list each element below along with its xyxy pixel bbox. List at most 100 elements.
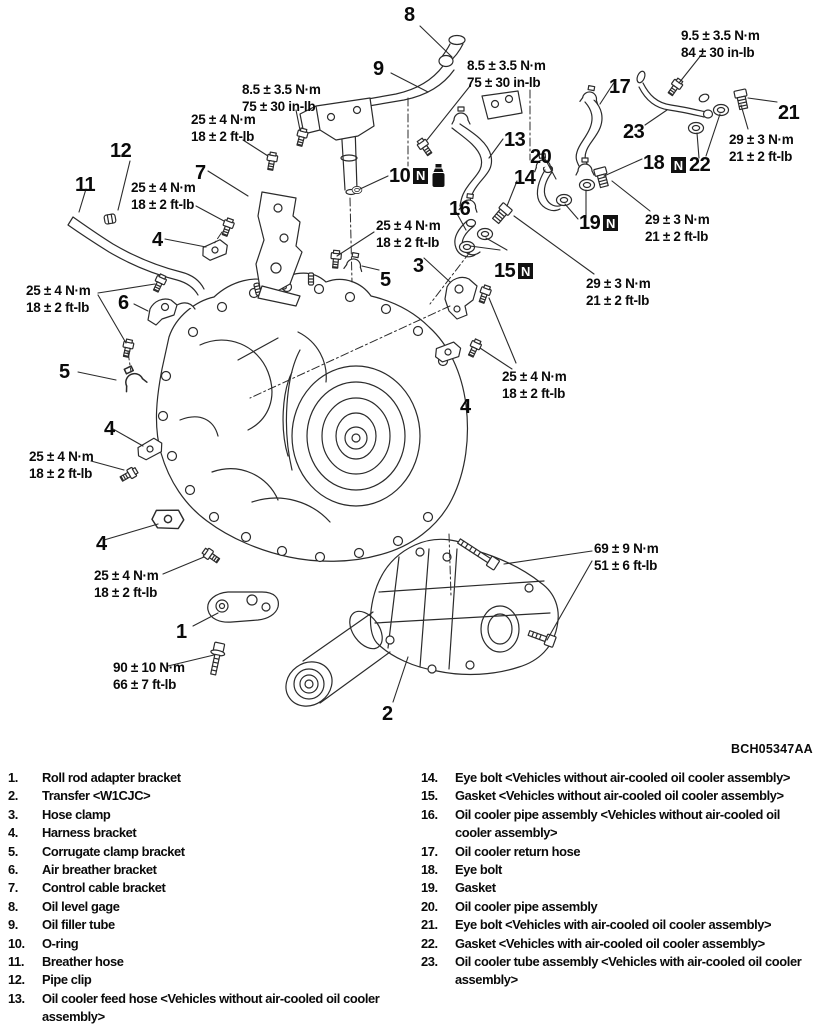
part-number: 15.: [421, 788, 438, 804]
callout-number: 9: [373, 58, 384, 80]
part-number: 12.: [8, 972, 25, 988]
torque-spec: 25 ± 4 N·m 18 ± 2 ft-lb: [191, 112, 256, 145]
torque-imperial: 21 ± 2 ft-lb: [729, 148, 793, 164]
torque-imperial: 18 ± 2 ft-lb: [26, 299, 90, 315]
callout-number: 4: [96, 533, 107, 555]
part-number: 5.: [8, 843, 18, 859]
torque-imperial: 18 ± 2 ft-lb: [191, 128, 255, 144]
part-number: 21.: [421, 917, 438, 933]
part-number: 8.: [8, 898, 18, 914]
parts-list-item: 17. Oil cooler return hose: [421, 843, 810, 861]
callout-number: 4: [152, 229, 163, 251]
part-name: Gasket: [455, 880, 496, 896]
parts-list-item: 10. O-ring: [8, 935, 406, 953]
callout-4: 4: [96, 534, 107, 554]
callout-4: 4: [460, 397, 471, 417]
torque-metric: 8.5 ± 3.5 N·m: [242, 82, 321, 97]
parts-list-item: 18. Eye bolt: [421, 861, 810, 879]
new-part-symbol: N: [603, 215, 619, 231]
torque-spec: 25 ± 4 N·m 18 ± 2 ft-lb: [502, 369, 567, 402]
parts-list-left: 1. Roll rod adapter bracket 2. Transfer …: [8, 769, 406, 1027]
part-name: Oil cooler pipe assembly <Vehicles witho…: [455, 806, 780, 841]
parts-list-item: 5. Corrugate clamp bracket: [8, 843, 406, 861]
part-name: Eye bolt <Vehicles without air-cooled oi…: [455, 770, 790, 785]
part-name: Oil cooler feed hose <Vehicles without a…: [42, 990, 380, 1025]
new-part-symbol: N: [518, 263, 534, 279]
callout-number: 7: [195, 162, 206, 184]
callout-4: 4: [152, 230, 163, 250]
callout-number: 10: [389, 164, 411, 187]
transfer-art: [285, 538, 559, 707]
part-name: Eye bolt: [455, 862, 502, 878]
exploded-diagram-art: [67, 25, 778, 707]
callout-number: 20: [530, 146, 552, 168]
part-number: 2.: [8, 788, 18, 804]
callout-number: 4: [104, 418, 115, 440]
parts-list-item: 11. Breather hose: [8, 953, 406, 971]
parts-list-item: 22. Gasket <Vehicles with air-cooled oil…: [421, 935, 810, 953]
callout-15: 15 N: [494, 261, 534, 281]
callout-number: 3: [413, 255, 424, 277]
callout-19: 19 N: [579, 213, 619, 233]
part-number: 22.: [421, 935, 438, 951]
torque-imperial: 21 ± 2 ft-lb: [645, 228, 709, 244]
callout-16: 16: [449, 199, 471, 219]
callout-10: 10 N: [389, 164, 446, 187]
callout-2: 2: [382, 704, 393, 724]
part-number: 6.: [8, 862, 18, 878]
parts-list-item: 1. Roll rod adapter bracket: [8, 769, 406, 787]
part-number: 9.: [8, 917, 18, 933]
callout-11: 11: [75, 174, 96, 196]
callout-number: 6: [118, 292, 129, 314]
torque-spec: 8.5 ± 3.5 N·m 75 ± 30 in-lb: [467, 58, 546, 91]
alignment-lines: [127, 89, 531, 597]
parts-list-item: 7. Control cable bracket: [8, 879, 406, 897]
callout-5: 5: [380, 270, 391, 290]
part-name: Corrugate clamp bracket: [42, 843, 185, 859]
part-number: 20.: [421, 898, 438, 914]
part-number: 4.: [8, 825, 18, 841]
callout-3: 3: [413, 256, 424, 276]
part-number: 19.: [421, 880, 438, 896]
part-number: 11.: [8, 954, 25, 970]
callout-number: 17: [609, 76, 631, 98]
torque-imperial: 18 ± 2 ft-lb: [376, 234, 440, 250]
torque-spec: 69 ± 9 N·m 51 ± 6 ft-lb: [594, 541, 659, 574]
torque-spec: 25 ± 4 N·m 18 ± 2 ft-lb: [131, 180, 196, 213]
torque-imperial: 66 ± 7 ft-lb: [113, 676, 177, 692]
part-name: Hose clamp: [42, 806, 111, 822]
callout-number: 12: [110, 140, 132, 162]
part-name: Eye bolt <Vehicles with air-cooled oil c…: [455, 917, 772, 933]
torque-spec: 8.5 ± 3.5 N·m 75 ± 30 in-lb: [242, 82, 321, 115]
parts-list-item: 23. Oil cooler tube assembly <Vehicles w…: [421, 953, 810, 990]
oil-filler-tube-art: [299, 34, 523, 196]
diagram-stage: BCH05347AA 8 9 12 11 7 13 17 23 20 21: [26, 5, 813, 756]
callout-number: 23: [623, 121, 645, 143]
part-name: Control cable bracket: [42, 880, 166, 896]
parts-list-item: 8. Oil level gage: [8, 898, 406, 916]
callout-9: 9: [373, 59, 384, 79]
parts-list-item: 12. Pipe clip: [8, 971, 406, 989]
part-number: 14.: [421, 770, 438, 785]
parts-list-item: 3. Hose clamp: [8, 806, 406, 824]
fasteners-art: [103, 76, 751, 676]
part-number: 10.: [8, 935, 25, 951]
transmission-art: [155, 272, 469, 563]
callout-number: 5: [380, 269, 391, 291]
hoses-pipes-art: [67, 70, 714, 296]
part-number: 18.: [421, 862, 438, 878]
brackets-art: [134, 191, 478, 623]
torque-spec: 25 ± 4 N·m 18 ± 2 ft-lb: [376, 218, 441, 251]
callout-14: 14: [514, 168, 536, 188]
torque-spec: 29 ± 3 N·m 21 ± 2 ft-lb: [729, 132, 794, 165]
torque-imperial: 18 ± 2 ft-lb: [29, 465, 93, 481]
callout-18: 18: [643, 153, 665, 173]
torque-imperial: 18 ± 2 ft-lb: [94, 584, 158, 600]
callout-number: 11: [75, 174, 96, 196]
torque-metric: 69 ± 9 N·m: [594, 541, 659, 556]
torque-metric: 29 ± 3 N·m: [645, 212, 710, 227]
callout-13: 13: [504, 130, 526, 150]
callout-number: 5: [59, 361, 70, 383]
parts-list-item: 15. Gasket <Vehicles without air-cooled …: [421, 787, 810, 805]
